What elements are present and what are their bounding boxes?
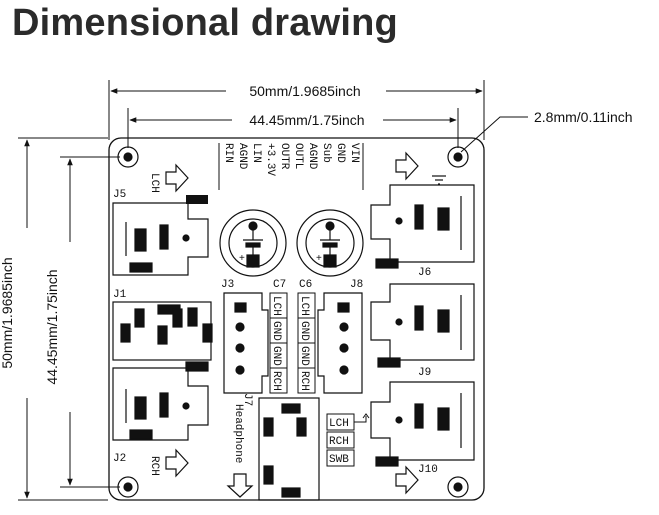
j3-pin-rch: RCH [270, 371, 282, 391]
mounting-hole-bottom-right [447, 476, 469, 498]
j3-pin-lch: LCH [270, 296, 282, 316]
pin-label-vin: VIN [348, 143, 360, 163]
top-right-arrow-icon [395, 151, 419, 181]
switch-swb-label: SWB [329, 454, 349, 466]
j10-label: J10 [418, 464, 438, 476]
c6-label: C6 [299, 279, 312, 291]
jack-j9 [370, 283, 475, 368]
pin-label-agnd-2: AGND [306, 143, 318, 170]
j8-pin-lch: LCH [298, 296, 310, 316]
j3-pin-labels [269, 292, 288, 394]
c7-label: C7 [273, 279, 286, 291]
j3-pin-gnd-2: GND [270, 346, 282, 366]
headphone-label: Headphone [232, 404, 244, 463]
switch-labels [326, 413, 370, 467]
j1-label: J1 [113, 289, 127, 301]
width-inner-label: 44.45mm/1.75inch [249, 112, 364, 128]
dimension-lines [18, 80, 528, 501]
capacitor-c6: + [296, 209, 364, 277]
header-pins: RIN AGND LIN +3.3V OUTR OUTL AGND Sub GN… [218, 143, 364, 190]
pin-label-outr: OUTR [278, 143, 290, 170]
rch-label: RCH [148, 456, 160, 476]
connector-j8 [317, 292, 363, 394]
j5-label: J5 [113, 189, 126, 201]
switch-rch-label: RCH [329, 436, 349, 448]
rch-arrow-icon [165, 448, 189, 478]
j5-pad [186, 195, 208, 204]
page-title: Dimensional drawing [12, 2, 398, 44]
lch-label: LCH [148, 173, 160, 193]
connector-j7 [258, 397, 320, 501]
svg-text:+: + [239, 253, 245, 264]
j8-pin-rch: RCH [298, 371, 310, 391]
j8-pin-gnd-2: GND [298, 346, 310, 366]
jack-j10 [370, 381, 475, 467]
jack-j2 [112, 361, 209, 441]
j2-label: J2 [113, 453, 126, 465]
mounting-holes [117, 146, 469, 498]
width-outer-label: 50mm/1.9685inch [249, 83, 360, 99]
mounting-hole-top-right [447, 146, 469, 168]
board-outline [108, 137, 485, 501]
j8-label: J8 [350, 279, 363, 291]
hole-diameter-label: 2.8mm/0.11inch [534, 109, 633, 125]
mounting-hole-top-left [117, 146, 139, 168]
pin-label-sub: Sub [320, 143, 332, 163]
j8-pin-gnd-1: GND [298, 321, 310, 341]
pin-label-3v3: +3.3V [264, 143, 276, 176]
j3-label: J3 [221, 279, 234, 291]
pin-label-agnd-1: AGND [236, 143, 248, 170]
j3-pin-gnd-1: GND [270, 321, 282, 341]
pin-label-lin: LIN [250, 143, 262, 163]
j6-label: J6 [418, 267, 431, 279]
height-outer-label: 50mm/1.9685inch [0, 257, 15, 368]
height-inner-label: 44.45mm/1.75inch [44, 269, 60, 384]
pin-label-rin: RIN [222, 143, 234, 163]
j8-pin-labels [297, 292, 316, 394]
jack-j6 [370, 184, 475, 269]
connector-j3 [223, 292, 269, 394]
jack-j5 [112, 202, 209, 276]
headphone-arrow-icon [226, 473, 254, 498]
switch-lch-label: LCH [329, 418, 349, 430]
connector-j1 [112, 301, 213, 361]
pin-label-gnd: GND [334, 143, 346, 163]
j9-label: J9 [418, 367, 431, 379]
ground-symbol [432, 175, 446, 185]
capacitor-c7: + [219, 209, 287, 277]
bottom-right-arrow-icon [395, 465, 419, 495]
lch-arrow-icon [165, 163, 189, 193]
svg-text:+: + [316, 253, 322, 264]
pin-label-outl: OUTL [292, 143, 304, 169]
j7-label: J7 [241, 393, 253, 406]
mounting-hole-bottom-left [117, 476, 139, 498]
